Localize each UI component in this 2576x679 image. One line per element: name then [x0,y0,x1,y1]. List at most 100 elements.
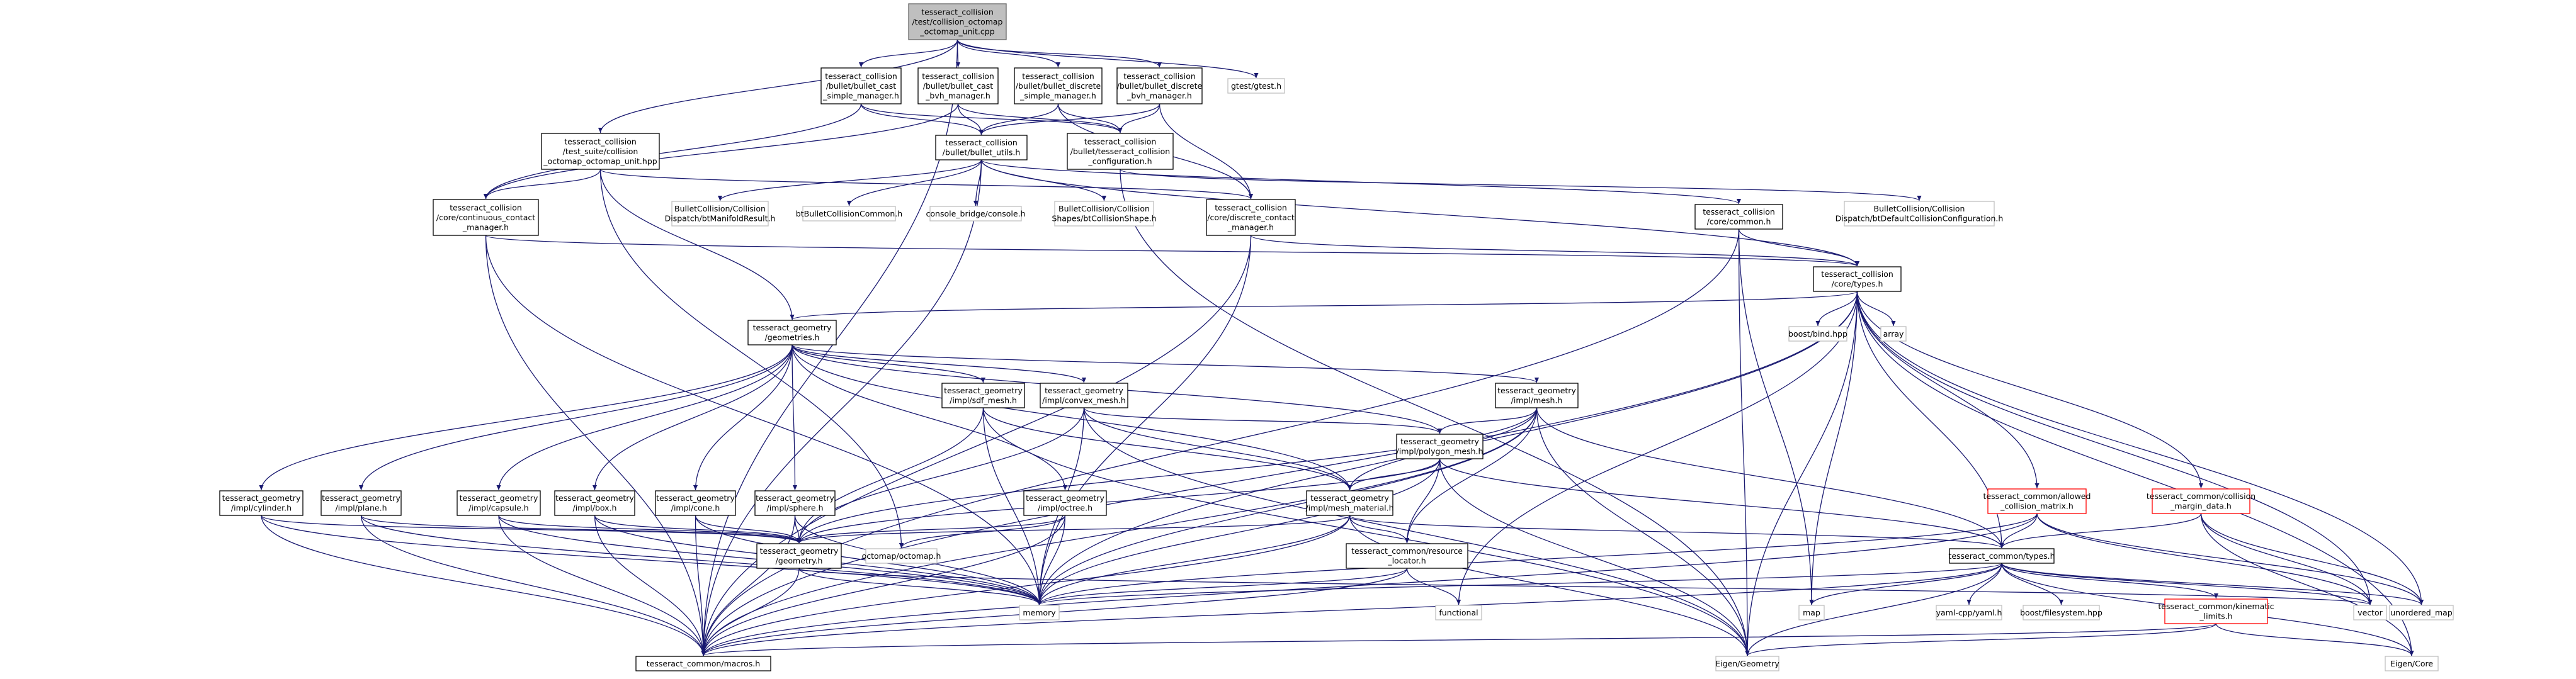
node-poly[interactable]: tesseract_geometry/impl/polygon_mesh.h [1396,434,1484,459]
node-label-geoms-line-0: tesseract_geometry [753,323,832,332]
node-label-ccm-line-0: tesseract_collision [450,203,522,212]
node-butils[interactable]: tesseract_collision/bullet/bullet_utils.… [935,135,1028,160]
edge-tcconf-to-btdcc [1120,169,1922,201]
node-bdbvh[interactable]: tesseract_collision/bullet/bullet_discre… [1116,67,1203,104]
edge-mesh-to-poly [1437,407,1538,434]
node-label-cone-line-0: tesseract_geometry [656,493,735,503]
node-label-acm-line-0: tesseract_common/allowed [1983,491,2091,501]
edge-bdsm-to-tcconf [1057,103,1123,133]
node-sphere[interactable]: tesseract_geometry/impl/sphere.h [754,490,836,516]
edge-bdbvh-to-dcm [1159,103,1254,199]
edge-capsule-to-macros [498,515,706,656]
node-resloc[interactable]: tesseract_common/resource_locator.h [1346,543,1468,569]
edge-ctypes-to-vector [1856,291,2373,605]
node-mesh[interactable]: tesseract_geometry/impl/mesh.h [1495,383,1579,408]
node-label-mesh-line-0: tesseract_geometry [1497,386,1576,395]
node-geomh[interactable]: tesseract_geometry/geometry.h [756,543,842,569]
edge-ccommon-to-eigeo [1738,228,1750,656]
node-label-octree-line-0: tesseract_geometry [1026,493,1104,503]
node-label-umap-line-0: unordered_map [2390,608,2453,617]
node-dcm[interactable]: tesseract_collision/core/discrete_contac… [1206,199,1296,236]
edge-tsuite-to-dcm [599,169,1253,199]
edge-ctypesc-to-bfs [2001,563,2064,605]
node-tsuite[interactable]: tesseract_collision/test_suite/collision… [541,133,660,170]
node-kinlim[interactable]: tesseract_common/kinematic_limits.h [2158,598,2274,624]
node-ccommon[interactable]: tesseract_collision/core/common.h [1694,204,1783,230]
node-box-cmargin [2152,488,2250,514]
node-label-array-line-0: array [1883,329,1904,339]
node-label-kinlim-line-1: _limits.h [2199,612,2232,621]
node-cyl[interactable]: tesseract_geometry/impl/cylinder.h [219,490,304,516]
node-label-bcbvh-line-0: tesseract_collision [922,71,994,81]
node-label-geomh-line-1: /geometry.h [776,556,823,566]
node-label-bdsm-line-2: _simple_manager.h [1019,91,1096,100]
edge-tsuite-to-geoms [599,169,795,320]
node-box[interactable]: tesseract_geometry/impl/box.h [554,490,635,516]
node-meshmat[interactable]: tesseract_geometry/impl/mesh_material.h [1305,490,1394,516]
node-bdsm[interactable]: tesseract_collision/bullet/bullet_discre… [1014,67,1103,104]
edge-bcsm-to-butils [860,103,984,135]
node-box-btcs [1054,201,1154,227]
node-eigeo: Eigen/Geometry [1715,656,1779,671]
edge-octree-to-memory [1036,515,1066,605]
edge-octree-to-geomh [797,515,1066,544]
edge-ctypes-to-geoms [790,291,1858,320]
node-convex[interactable]: tesseract_geometry/impl/convex_mesh.h [1040,383,1128,408]
node-bcbvh[interactable]: tesseract_collision/bullet/bullet_cast_b… [917,67,999,104]
node-capsule[interactable]: tesseract_geometry/impl/capsule.h [457,490,541,516]
node-ccm[interactable]: tesseract_collision/core/continuous_cont… [433,199,539,236]
node-label-bcbvh-line-1: /bullet/bullet_cast [923,81,994,91]
edge-root-to-bdsm [956,39,1061,68]
node-acm[interactable]: tesseract_common/allowed_collision_matri… [1983,488,2091,514]
node-label-dcm-line-2: _manager.h [1227,222,1274,232]
edge-geoms-to-capsule [496,344,793,491]
node-btcc: btBulletCollisionCommon.h [796,206,902,222]
edge-meshmat-to-eigeo [1349,515,1750,656]
edge-ctypes-to-ctypesc [1856,291,2004,549]
node-label-capsule-line-1: /impl/capsule.h [468,503,528,513]
node-sdf[interactable]: tesseract_geometry/impl/sdf_mesh.h [941,383,1025,408]
node-box-cyl [219,490,304,516]
node-box-ctypes [1813,266,1902,292]
node-label-ctypes-line-0: tesseract_collision [1821,269,1893,279]
node-plane[interactable]: tesseract_geometry/impl/plane.h [321,490,402,516]
edge-geomh-to-macros [701,568,800,656]
node-geoms[interactable]: tesseract_geometry/geometries.h [747,320,837,345]
node-box-dcm [1206,199,1296,236]
edge-ctypes-to-functional [1456,291,1858,605]
edge-bcbvh-to-tcconf [957,103,1123,133]
node-ctypes[interactable]: tesseract_collision/core/types.h [1813,266,1902,292]
node-label-bdsm-line-1: /bullet/bullet_discrete [1016,81,1101,91]
node-label-dcm-line-0: tesseract_collision [1215,203,1287,212]
node-root[interactable]: tesseract_collision/test/collision_octom… [908,3,1007,40]
edge-tsuite-to-octomap [599,169,904,549]
node-octomap: octomap/octomap.h [862,548,941,564]
node-cmargin[interactable]: tesseract_common/collision_margin_data.h [2147,488,2255,514]
node-bcsm[interactable]: tesseract_collision/bullet/bullet_cast_s… [820,67,902,104]
node-macros[interactable]: tesseract_common/macros.h [635,656,771,671]
edge-ctypesc-to-memory [1037,563,2002,605]
edge-ctypesc-to-map [1809,563,2002,605]
edge-plane-to-geomh [360,515,802,544]
node-vector: vector [2353,605,2387,620]
edge-meshmat-to-memory [1036,515,1351,605]
node-label-btman-line-0: BulletCollision/Collision [674,204,766,213]
edge-bcsm-to-tcconf [860,103,1123,133]
node-umap: unordered_map [2389,605,2454,620]
edge-cone-to-geomh [695,515,802,544]
edge-ctypes-to-acm [1856,291,2040,489]
node-label-gtest-line-0: gtest/gtest.h [1231,81,1281,91]
node-label-resloc-line-1: _locator.h [1387,556,1426,566]
node-octree[interactable]: tesseract_geometry/impl/octree.h [1023,490,1107,516]
edge-mesh-to-eigeo [1536,407,1750,656]
edge-meshmat-to-resloc [1349,515,1410,544]
node-box-resloc [1346,543,1468,569]
node-cone[interactable]: tesseract_geometry/impl/cone.h [655,490,736,516]
edge-geoms-to-octree [792,344,1068,491]
node-tcconf[interactable]: tesseract_collision/bullet/tesseract_col… [1067,133,1174,170]
node-label-eicore-line-0: Eigen/Core [2390,659,2433,668]
edge-cmargin-to-ctypesc [1999,513,2202,549]
node-ctypesc[interactable]: tesseract_common/types.h [1948,548,2055,564]
edge-cone-to-macros [695,515,706,656]
node-label-butils-line-0: tesseract_collision [945,138,1018,147]
